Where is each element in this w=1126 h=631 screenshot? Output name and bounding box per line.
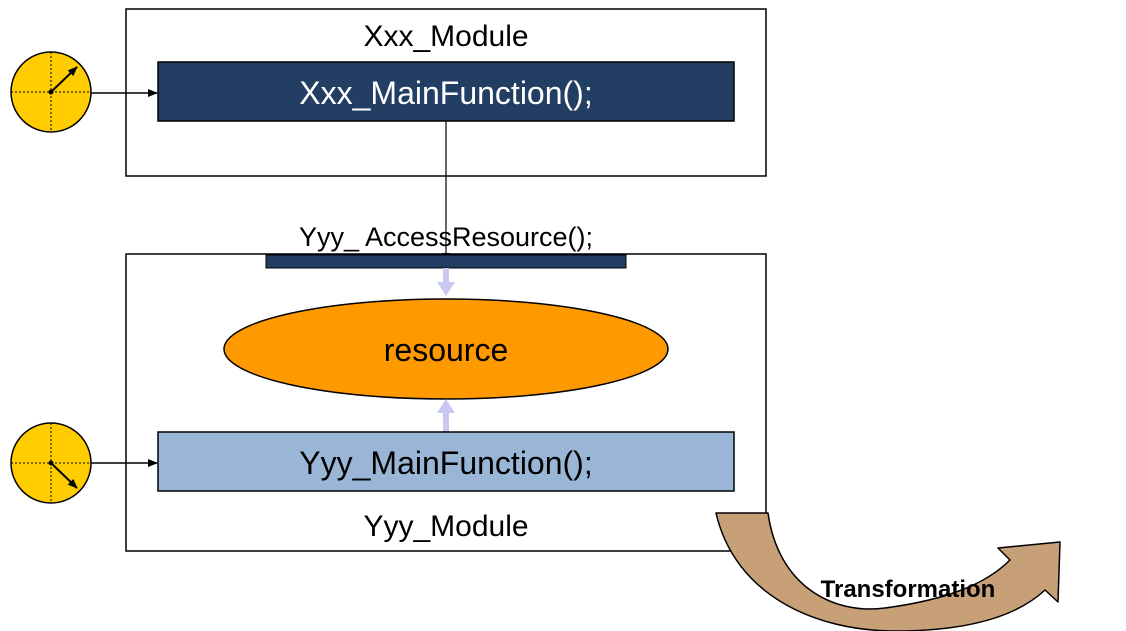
yyy-main-function-box — [157, 431, 735, 492]
xxx-main-function-label: Xxx_MainFunction(); — [299, 75, 592, 111]
transformation-label: Transformation — [821, 576, 996, 603]
xxx-module-title: Xxx_Module — [363, 20, 528, 53]
yyy-module-title: Yyy_Module — [363, 510, 528, 543]
access-resource-label: Yyy_ AccessResource(); — [299, 222, 593, 252]
light-arrow-down — [437, 268, 455, 296]
transformation-arrow — [715, 512, 1061, 631]
yyy-module-box — [125, 253, 767, 552]
access-resource-bar — [265, 254, 627, 269]
clock-bottom-icon — [10, 422, 92, 504]
resource-label: resource — [384, 332, 509, 368]
light-arrow-up — [437, 399, 455, 433]
yyy-main-function-label: Yyy_MainFunction(); — [299, 445, 592, 481]
xxx-main-function-box — [157, 61, 735, 122]
clock-top-icon — [10, 51, 92, 133]
